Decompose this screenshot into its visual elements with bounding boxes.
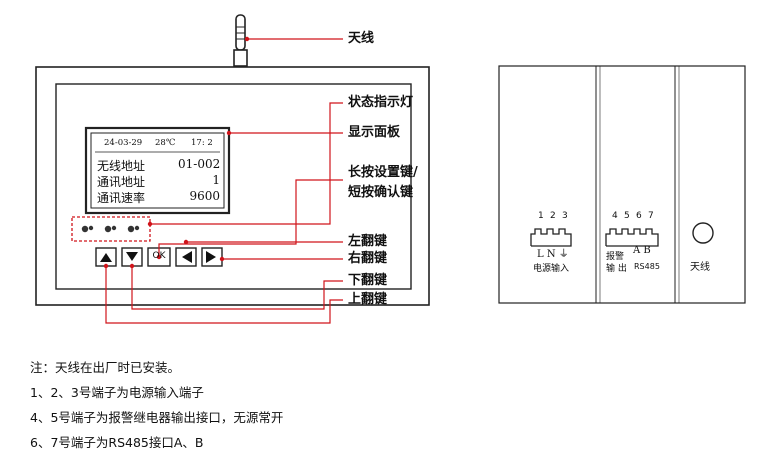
lcd-time: 17: 2 bbox=[191, 138, 213, 148]
callout-display-panel: 显示面板 bbox=[348, 125, 401, 140]
terminal-rs485: RS485 bbox=[634, 262, 660, 271]
callout-up-key: 上翻键 bbox=[348, 292, 388, 307]
terminal-caption-output: 输 出 bbox=[606, 264, 627, 274]
callout-setup-key-line2: 短按确认键 bbox=[348, 185, 414, 200]
status-led-box bbox=[71, 216, 151, 242]
leader-dots bbox=[103, 36, 250, 269]
key-left-button[interactable] bbox=[175, 247, 197, 267]
terminal-number: 7 bbox=[648, 211, 654, 221]
terminal-caption-alarm: 报警 bbox=[606, 252, 625, 262]
key-up-button[interactable] bbox=[95, 247, 117, 267]
callout-status-led: 状态指示灯 bbox=[348, 95, 414, 110]
ok-key-label: OK bbox=[152, 251, 166, 261]
lcd-row-value: 9600 bbox=[189, 189, 220, 203]
status-leds bbox=[81, 225, 140, 233]
note-line: 6、7号端子为RS485接口A、B bbox=[30, 435, 204, 450]
side-antenna-label: 天线 bbox=[690, 262, 710, 273]
lcd-date: 24-03-29 bbox=[104, 138, 143, 148]
terminal-letters: L N ⏚ bbox=[537, 249, 569, 260]
leader-lines bbox=[105, 38, 343, 324]
lcd-row-label: 通讯地址 bbox=[97, 175, 146, 189]
callout-down-key: 下翻键 bbox=[348, 273, 388, 288]
side-panel-drawing bbox=[498, 65, 746, 304]
note-line: 1、2、3号端子为电源输入端子 bbox=[30, 385, 204, 400]
lcd-row-label: 通讯速率 bbox=[97, 191, 146, 205]
note-line: 4、5号端子为报警继电器输出接口，无源常开 bbox=[30, 410, 284, 425]
note-line: 注：天线在出厂时已安装。 bbox=[30, 360, 181, 375]
key-right-button[interactable] bbox=[201, 247, 223, 267]
callout-right-key: 右翻键 bbox=[348, 251, 388, 266]
terminal-number: 3 bbox=[562, 211, 568, 221]
lcd-row-value: 01-002 bbox=[178, 157, 221, 171]
callout-setup-key-line1: 长按设置键/ bbox=[348, 165, 418, 180]
terminal-number: 1 bbox=[538, 211, 544, 221]
key-down-button[interactable] bbox=[121, 247, 143, 267]
terminal-caption: 电源输入 bbox=[533, 264, 570, 274]
antenna-drawing bbox=[233, 14, 248, 67]
lcd-row-value: 1 bbox=[212, 173, 220, 187]
terminal-number: 2 bbox=[550, 211, 556, 221]
lcd-row-label: 无线地址 bbox=[97, 159, 146, 173]
lcd-temperature: 28℃ bbox=[155, 138, 176, 148]
terminal-number: 4 bbox=[612, 211, 618, 221]
terminal-number: 6 bbox=[636, 211, 642, 221]
callout-left-key: 左翻键 bbox=[348, 234, 388, 249]
terminal-number: 5 bbox=[624, 211, 630, 221]
callout-antenna: 天线 bbox=[348, 31, 375, 46]
terminal-letters: A B bbox=[633, 245, 651, 256]
